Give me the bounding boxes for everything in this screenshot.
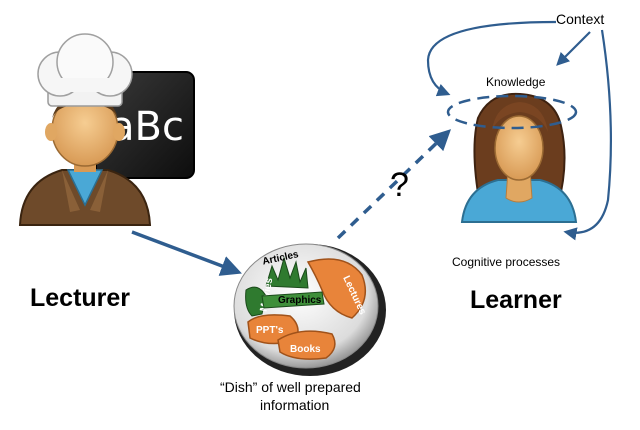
learner-label: Learner (470, 286, 562, 314)
chef-hat-icon (37, 33, 133, 107)
lecturer-label: Lecturer (30, 284, 130, 312)
dish-caption-line1: “Dish” of well prepared (220, 379, 361, 395)
food-ppts-label: PPT's (256, 325, 284, 336)
learner-figure (460, 92, 578, 223)
arrow-dish-to-learner (336, 129, 452, 240)
lecturer-figure: aBc (18, 33, 195, 226)
cognitive-label: Cognitive processes (452, 255, 560, 269)
arrow-context-to-cognitive (563, 29, 613, 241)
arrow-context-to-knowledge (556, 31, 591, 66)
arrow-lecturer-to-dish (131, 230, 242, 276)
dish-caption-line2: information (260, 397, 329, 413)
knowledge-label: Knowledge (486, 75, 546, 89)
food-articles (265, 256, 309, 289)
food-books (277, 330, 336, 360)
learner-face (494, 115, 544, 181)
food-books-label: Books (290, 344, 321, 355)
arrow-context-to-knowledge-left (426, 20, 557, 97)
food-movies (245, 286, 267, 317)
food-lectures (306, 258, 367, 319)
knowledge-halo (446, 94, 578, 130)
food-graphics-label: Graphics (278, 295, 322, 306)
dish-plate: Lectures Articles Movies Graphics PPT's … (233, 243, 386, 376)
food-graphics (261, 291, 325, 309)
question-mark: ? (390, 166, 409, 204)
context-label: Context (556, 11, 604, 27)
